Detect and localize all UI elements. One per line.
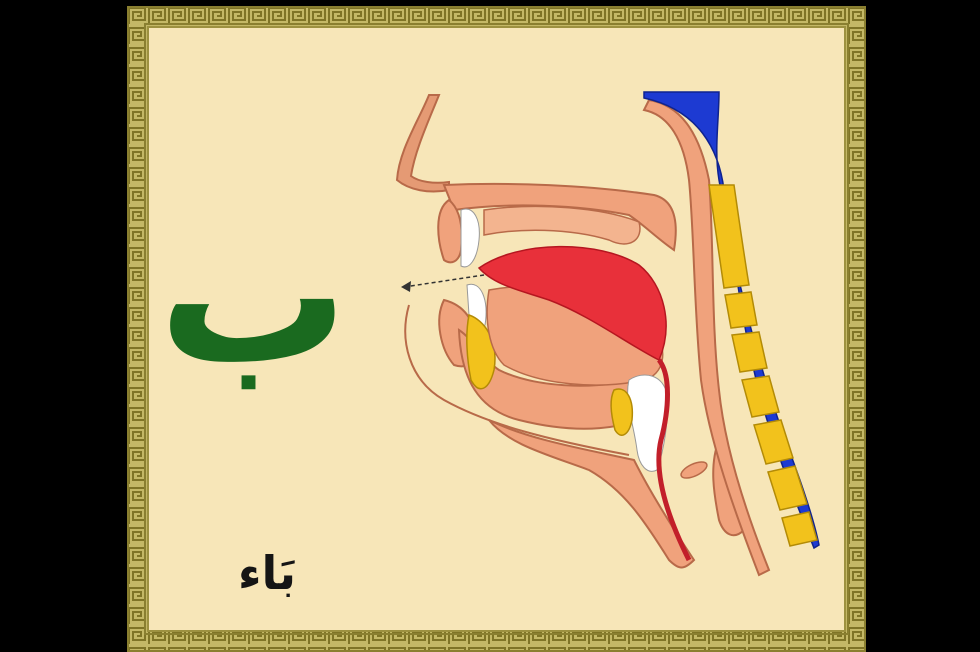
articulation-diagram — [389, 90, 829, 600]
hyoid-bone — [611, 389, 632, 435]
lesson-panel: ب بَاء — [147, 26, 846, 632]
nose-outline — [397, 95, 449, 192]
cartilage — [679, 459, 709, 482]
epiglottis — [628, 375, 668, 471]
arabic-letter-name: بَاء — [207, 533, 327, 613]
arabic-letter: ب — [189, 196, 349, 396]
decorative-frame: ب بَاء — [127, 6, 866, 652]
upper-teeth — [461, 209, 479, 267]
